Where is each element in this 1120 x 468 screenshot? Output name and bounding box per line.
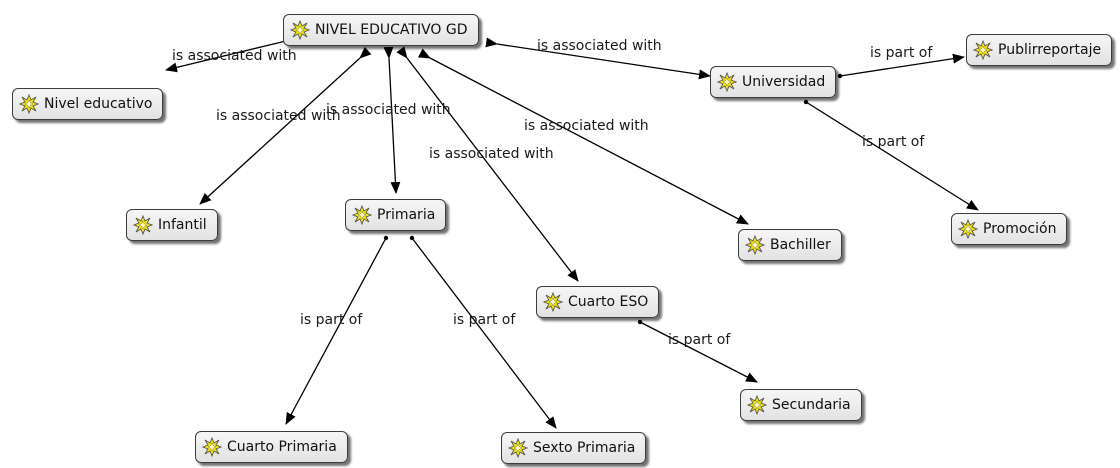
node-primaria[interactable]: Primaria: [345, 199, 447, 231]
entity-star-icon: [290, 20, 310, 40]
link-secundaria: [639, 321, 758, 383]
node-universidad[interactable]: Universidad: [710, 66, 837, 98]
edge-label-bachiller: is associated with: [524, 118, 649, 134]
edge-label-sexto-primaria: is part of: [453, 312, 516, 328]
node-sexto-primaria[interactable]: Sexto Primaria: [501, 432, 647, 464]
edge-label-cuarto-eso: is associated with: [429, 146, 554, 162]
edge-label-cuarto-primaria: is part of: [300, 312, 363, 328]
entity-star-icon: [19, 94, 39, 114]
link-sexto-primaria: [411, 237, 557, 429]
link-publirreportaje: [839, 53, 965, 77]
node-bachiller[interactable]: Bachiller: [738, 229, 842, 261]
node-label: Bachiller: [770, 237, 831, 253]
node-label: NIVEL EDUCATIVO GD: [315, 22, 468, 38]
node-label: Publirreportaje: [998, 42, 1102, 58]
link-primaria: [383, 46, 401, 194]
link-cuarto-eso: [396, 46, 579, 282]
node-label: Cuarto ESO: [568, 294, 649, 310]
node-label: Nivel educativo: [44, 96, 153, 112]
entity-star-icon: [973, 40, 993, 60]
entity-star-icon: [508, 438, 528, 458]
edge-label-primaria: is associated with: [326, 102, 451, 118]
entity-star-icon: [133, 215, 153, 235]
link-infantil: [199, 46, 372, 205]
node-cuarto-primaria[interactable]: Cuarto Primaria: [195, 431, 348, 463]
node-label: Sexto Primaria: [533, 440, 636, 456]
node-cuarto-eso[interactable]: Cuarto ESO: [536, 286, 660, 318]
edge-label-nivel-educativo: is associated with: [172, 48, 297, 64]
edge-label-promocion: is part of: [862, 134, 925, 150]
node-nivel-educativo[interactable]: Nivel educativo: [12, 88, 164, 120]
edge-label-infantil: is associated with: [216, 108, 341, 124]
entity-star-icon: [352, 205, 372, 225]
entity-star-icon: [202, 437, 222, 457]
node-label: Secundaria: [772, 397, 851, 413]
edge-label-secundaria: is part of: [668, 332, 731, 348]
link-cuarto-primaria: [285, 237, 387, 425]
node-infantil[interactable]: Infantil: [126, 209, 218, 241]
node-promocion[interactable]: Promoción: [951, 213, 1068, 245]
link-bachiller: [417, 48, 749, 225]
node-label: Infantil: [158, 217, 207, 233]
entity-star-icon: [747, 395, 767, 415]
node-label: Promoción: [983, 221, 1057, 237]
node-label: Primaria: [377, 207, 436, 223]
node-label: Cuarto Primaria: [227, 439, 337, 455]
node-publirreportaje[interactable]: Publirreportaje: [966, 34, 1113, 66]
entity-star-icon: [717, 72, 737, 92]
link-promocion: [805, 101, 979, 211]
entity-star-icon: [543, 292, 563, 312]
node-nivel-educativo-gd[interactable]: NIVEL EDUCATIVO GD: [283, 14, 479, 46]
edge-label-publirreportaje: is part of: [870, 45, 933, 61]
entity-star-icon: [745, 235, 765, 255]
entity-star-icon: [958, 219, 978, 239]
node-label: Universidad: [742, 74, 826, 90]
link-universidad: [485, 37, 711, 80]
node-secundaria[interactable]: Secundaria: [740, 389, 862, 421]
edge-label-universidad: is associated with: [537, 38, 662, 54]
